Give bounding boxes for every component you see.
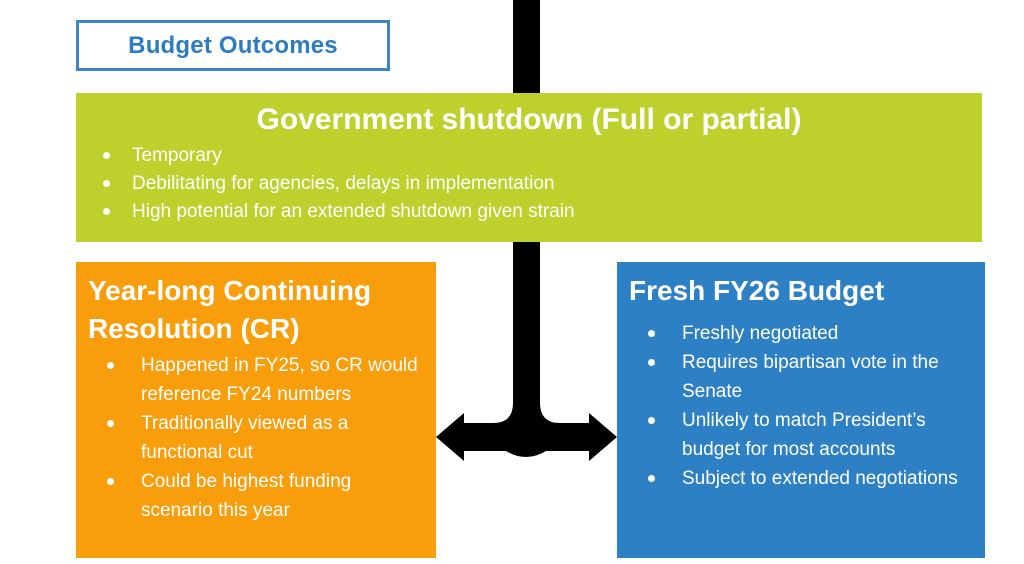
bullet-item: Freshly negotiated [617,319,985,348]
bullet-text: Traditionally viewed as a functional cut [141,413,349,463]
cr-title: Year-long Continuing Resolution (CR) [88,275,372,344]
bullet-text: Temporary [132,145,222,166]
bullet-dot-icon [648,417,655,424]
slide-title-label: Budget Outcomes [128,31,338,59]
bullet-item: Unlikely to match President’s budget for… [617,406,985,464]
bullet-dot-icon [648,359,655,366]
bullet-dot-icon [103,180,110,187]
bullet-text: Requires bipartisan vote in the Senate [682,352,939,402]
bullet-item: Could be highest funding scenario this y… [76,467,436,525]
bullet-item: Subject to extended negotiations [617,464,985,493]
bullet-item: Temporary [76,142,982,170]
bullet-item: High potential for an extended shutdown … [76,198,982,226]
bullet-dot-icon [107,478,114,485]
bullet-text: Subject to extended negotiations [682,468,958,489]
bullet-dot-icon [648,475,655,482]
bullet-dot-icon [107,362,114,369]
slide-title-box: Budget Outcomes [76,20,390,71]
bullet-text: Unlikely to match President’s budget for… [682,410,926,460]
bullet-text: Freshly negotiated [682,323,839,344]
bullet-dot-icon [648,330,655,337]
outcome-box-cr: Year-long Continuing Resolution (CR) Hap… [76,262,436,558]
bullet-item: Traditionally viewed as a functional cut [76,409,436,467]
cr-bullet-list: Happened in FY25, so CR would reference … [76,351,436,525]
bullet-item: Happened in FY25, so CR would reference … [76,351,436,409]
fresh-budget-title: Fresh FY26 Budget [629,275,885,306]
bullet-text: Happened in FY25, so CR would reference … [141,355,418,405]
outcome-box-shutdown: Government shutdown (Full or partial) Te… [76,93,982,242]
bullet-dot-icon [103,208,110,215]
bullet-dot-icon [107,420,114,427]
bullet-item: Debilitating for agencies, delays in imp… [76,170,982,198]
bullet-text: Debilitating for agencies, delays in imp… [132,173,555,194]
bullet-item: Requires bipartisan vote in the Senate [617,348,985,406]
bullet-dot-icon [103,152,110,159]
bullet-text: Could be highest funding scenario this y… [141,471,352,521]
bullet-text: High potential for an extended shutdown … [132,201,575,222]
shutdown-title: Government shutdown (Full or partial) [256,103,802,136]
